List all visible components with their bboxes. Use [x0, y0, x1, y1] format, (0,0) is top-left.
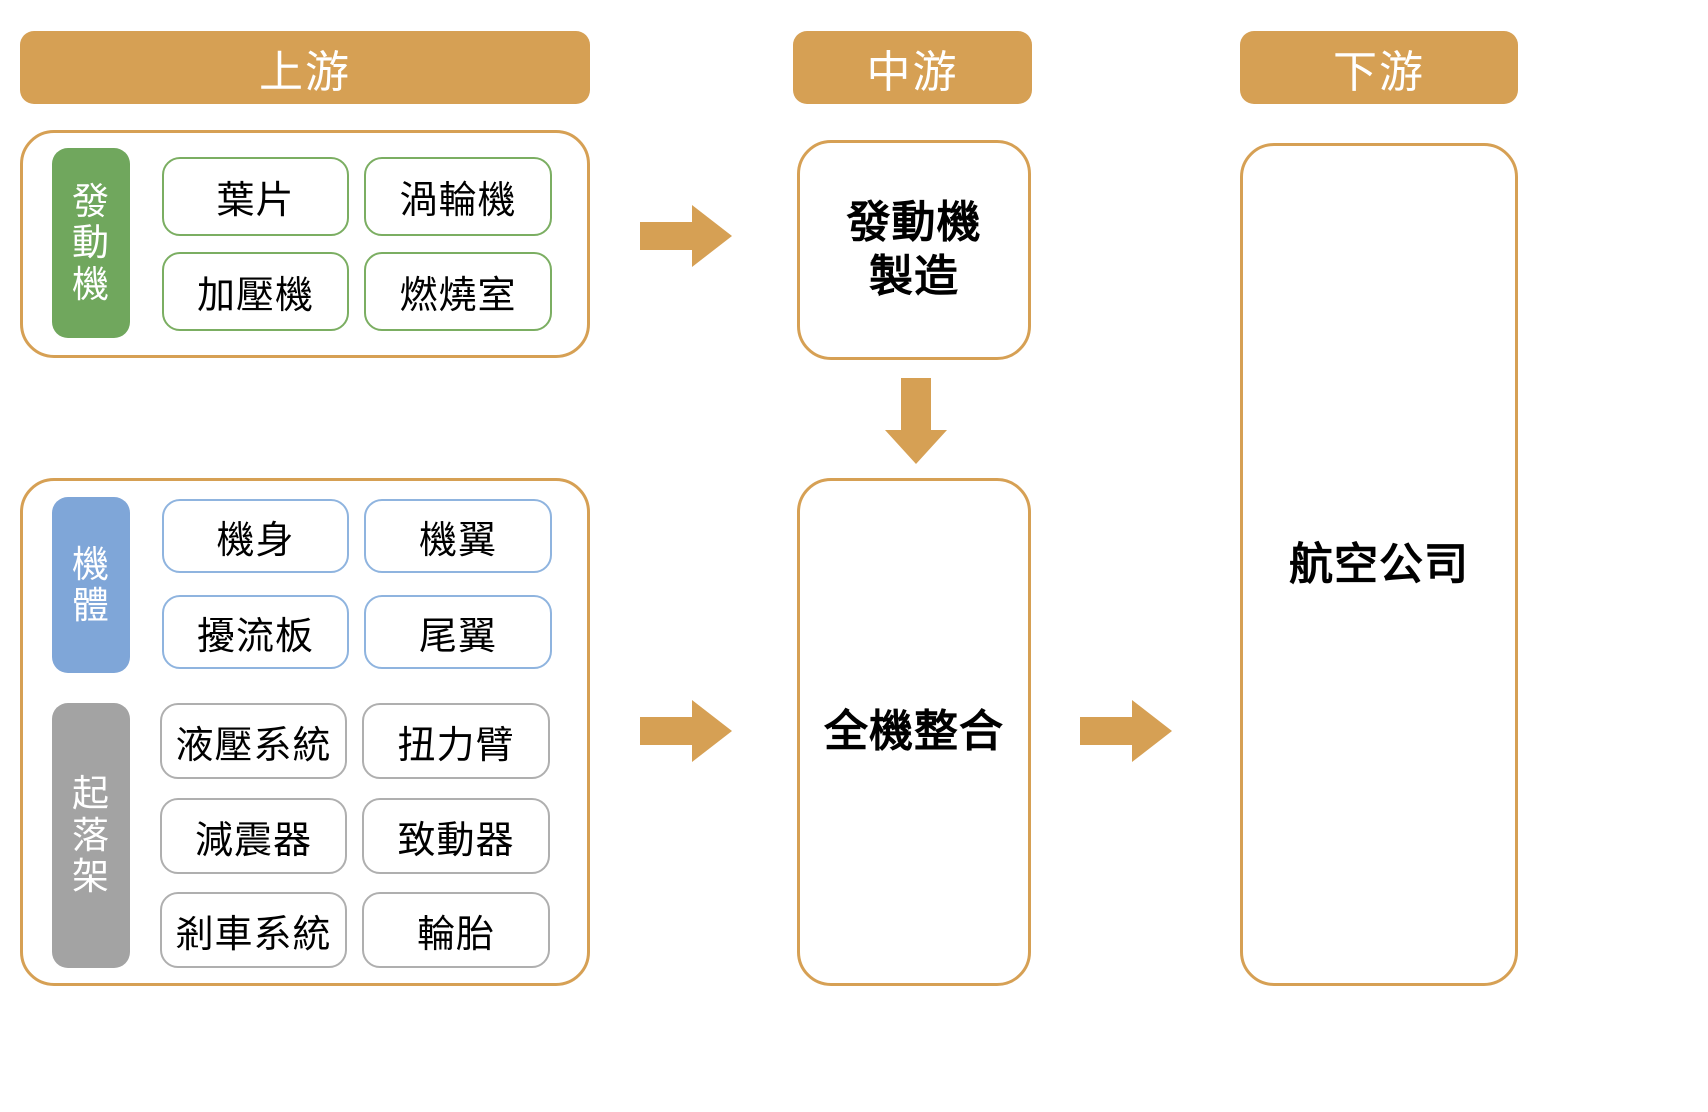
arrow-midstream-to-downstream [1080, 700, 1172, 762]
component-chip-shock-absorber[interactable]: 減震器 [160, 798, 347, 874]
column-header-midstream: 中游 [793, 31, 1032, 104]
component-chip-blade[interactable]: 葉片 [162, 157, 349, 236]
component-chip-brake-system[interactable]: 剎車系統 [160, 892, 347, 968]
stage-box-aircraft-integration[interactable]: 全機整合 [797, 478, 1031, 986]
component-chip-spoiler[interactable]: 擾流板 [162, 595, 349, 669]
arrow-upstream-airframe-to-midstream [640, 700, 732, 762]
group-label-engine: 發 動 機 [52, 148, 130, 338]
stage-box-engine-manufacturing[interactable]: 發動機 製造 [797, 140, 1031, 360]
group-label-engine-char-3: 機 [72, 263, 110, 305]
component-chip-compressor[interactable]: 加壓機 [162, 252, 349, 331]
component-chip-tire[interactable]: 輪胎 [362, 892, 550, 968]
component-chip-turbine[interactable]: 渦輪機 [364, 157, 552, 236]
component-chip-fuselage[interactable]: 機身 [162, 499, 349, 573]
arrow-upstream-engine-to-midstream [640, 205, 732, 267]
group-label-landing-gear-char-2: 落 [72, 814, 110, 856]
component-chip-combustion-chamber[interactable]: 燃燒室 [364, 252, 552, 331]
group-label-landing-gear-char-1: 起 [72, 773, 110, 815]
group-label-landing-gear-char-3: 架 [72, 856, 110, 898]
group-label-airframe: 機 體 [52, 497, 130, 673]
column-header-upstream: 上游 [20, 31, 590, 104]
component-chip-hydraulic-system[interactable]: 液壓系統 [160, 703, 347, 779]
group-label-airframe-char-2: 體 [72, 585, 110, 626]
component-chip-actuator[interactable]: 致動器 [362, 798, 550, 874]
column-header-downstream: 下游 [1240, 31, 1518, 104]
group-label-engine-char-1: 發 [72, 180, 110, 222]
group-label-landing-gear: 起 落 架 [52, 703, 130, 968]
component-chip-torque-link[interactable]: 扭力臂 [362, 703, 550, 779]
engine-manufacturing-line1: 發動機 [846, 198, 982, 248]
component-chip-wing[interactable]: 機翼 [364, 499, 552, 573]
stage-box-airline[interactable]: 航空公司 [1240, 143, 1518, 986]
group-label-engine-char-2: 動 [72, 222, 110, 264]
group-label-airframe-char-1: 機 [72, 543, 110, 585]
engine-manufacturing-line2: 製造 [869, 252, 959, 301]
component-chip-tailplane[interactable]: 尾翼 [364, 595, 552, 669]
arrow-engine-manufacturing-to-integration [885, 378, 947, 464]
